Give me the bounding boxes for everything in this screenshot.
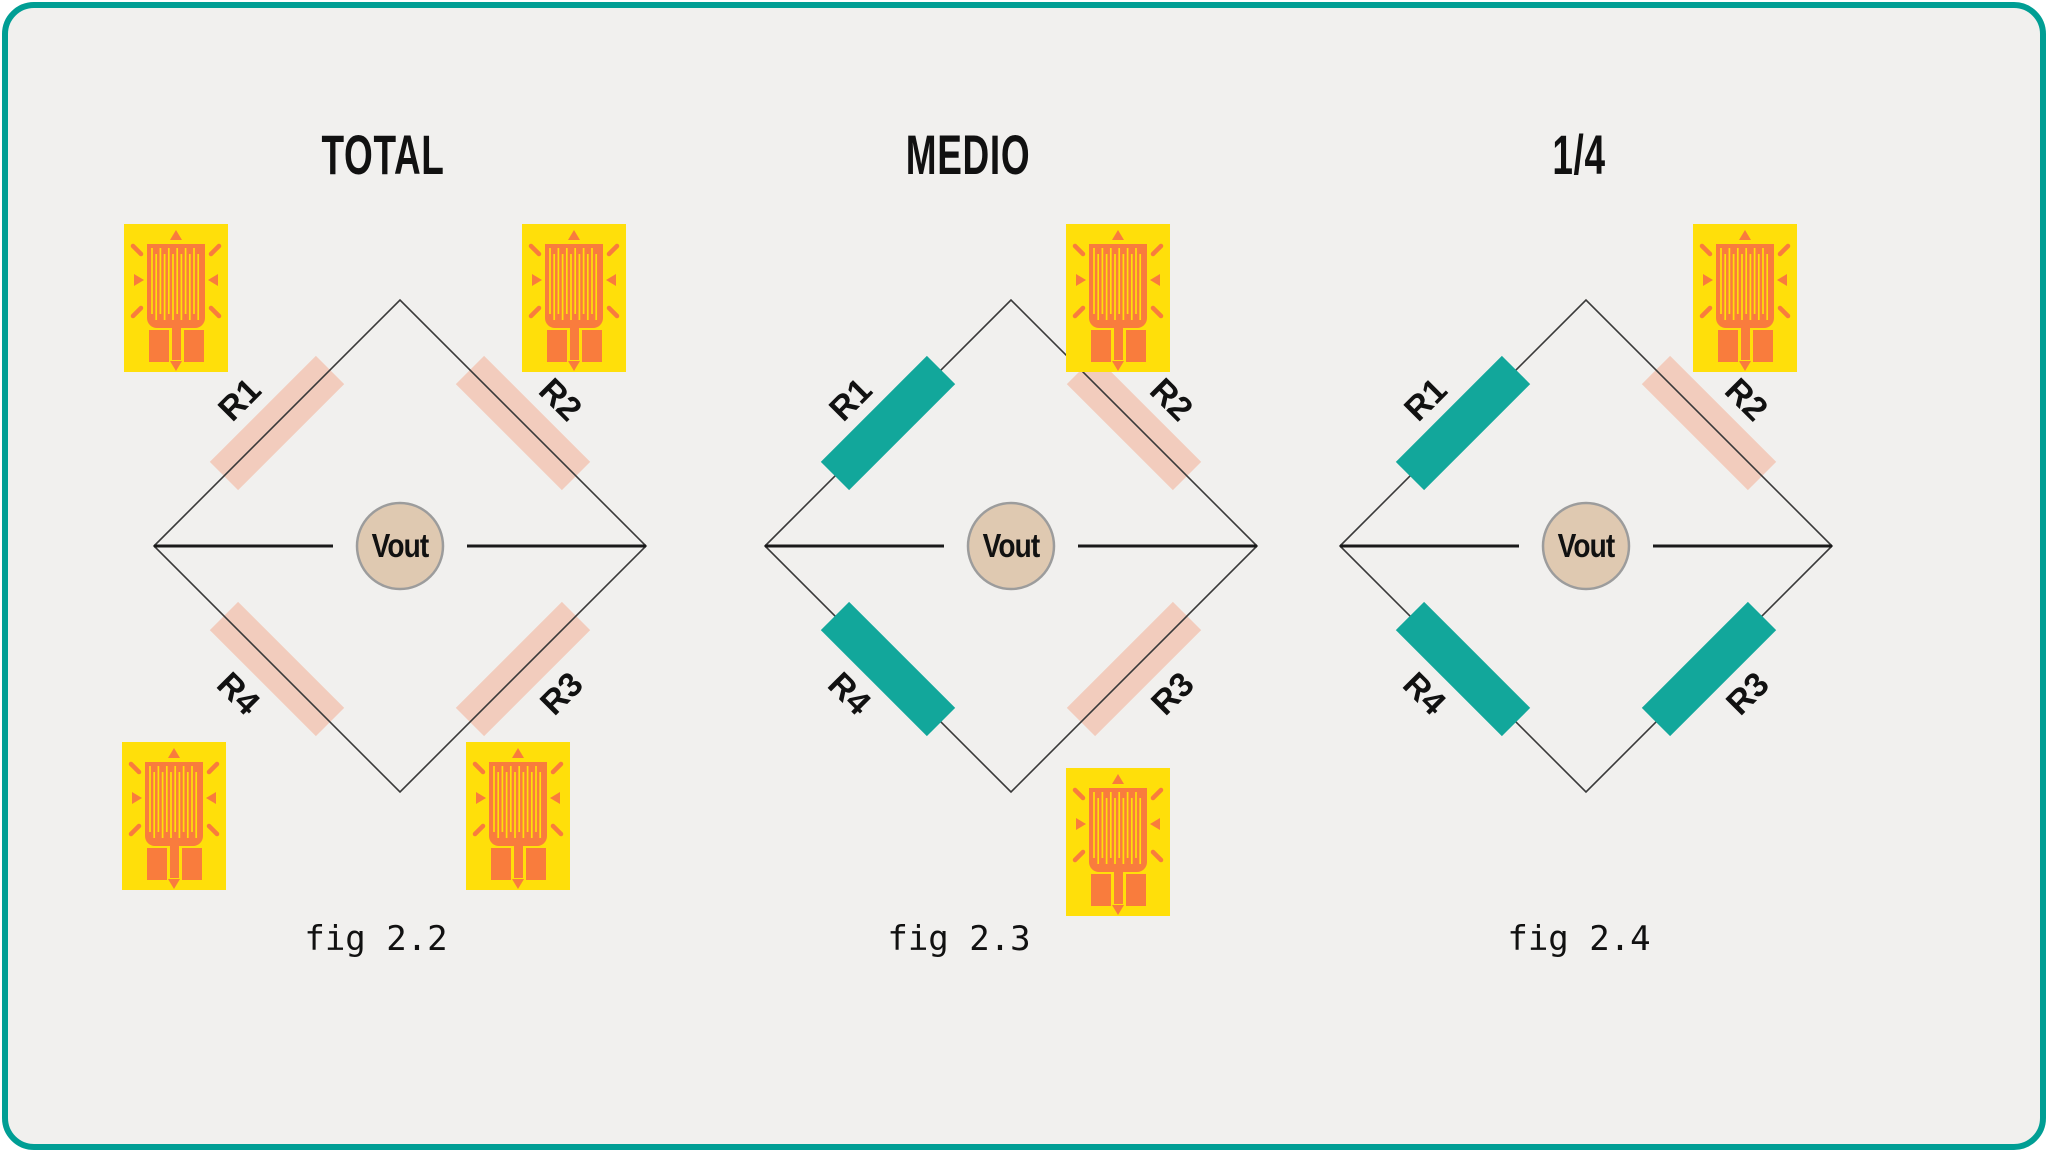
bridge-diagrams: R1 R2 R3 R4 Vout xyxy=(8,8,1834,1152)
fixed-resistors xyxy=(1395,355,1777,737)
vout-circle xyxy=(355,501,445,591)
resistor-r1 xyxy=(1395,355,1531,491)
vout-label: Vout xyxy=(372,528,429,565)
figure-caption-quarter: fig 2.4 xyxy=(1507,919,1651,959)
resistor-r1 xyxy=(820,355,956,491)
figure-caption-medio: fig 2.3 xyxy=(887,919,1031,959)
strain-gauge-icon xyxy=(122,742,226,890)
bridge-figure-medio: R1 R2 R3 R4 Vout xyxy=(763,224,1259,916)
figure-title-total: TOTAL xyxy=(321,123,445,186)
strain-gauge-icon xyxy=(522,224,626,372)
vout-circle xyxy=(966,501,1056,591)
figure-title-medio: MEDIO xyxy=(905,123,1031,186)
strain-gauge-icon xyxy=(1066,224,1170,372)
strain-gauge-icon xyxy=(466,742,570,890)
figure-caption-total: fig 2.2 xyxy=(304,919,448,959)
bridge-figure-total: R1 R2 R3 R4 Vout xyxy=(122,224,648,890)
resistor-r3 xyxy=(1641,601,1777,737)
resistor-r4 xyxy=(1395,601,1531,737)
strain-gauge-icon xyxy=(1693,224,1797,372)
fixed-resistors xyxy=(820,355,956,737)
figure-title-quarter: 1/4 xyxy=(1552,123,1606,186)
vout-label: Vout xyxy=(1558,528,1615,565)
strain-gauge-icon xyxy=(124,224,228,372)
vout-label: Vout xyxy=(983,528,1040,565)
strain-gauge-icon xyxy=(1066,768,1170,916)
vout-circle xyxy=(1541,501,1631,591)
bridge-figure-quarter: R1 R2 R3 R4 Vout xyxy=(1338,224,1834,794)
resistor-r4 xyxy=(820,601,956,737)
